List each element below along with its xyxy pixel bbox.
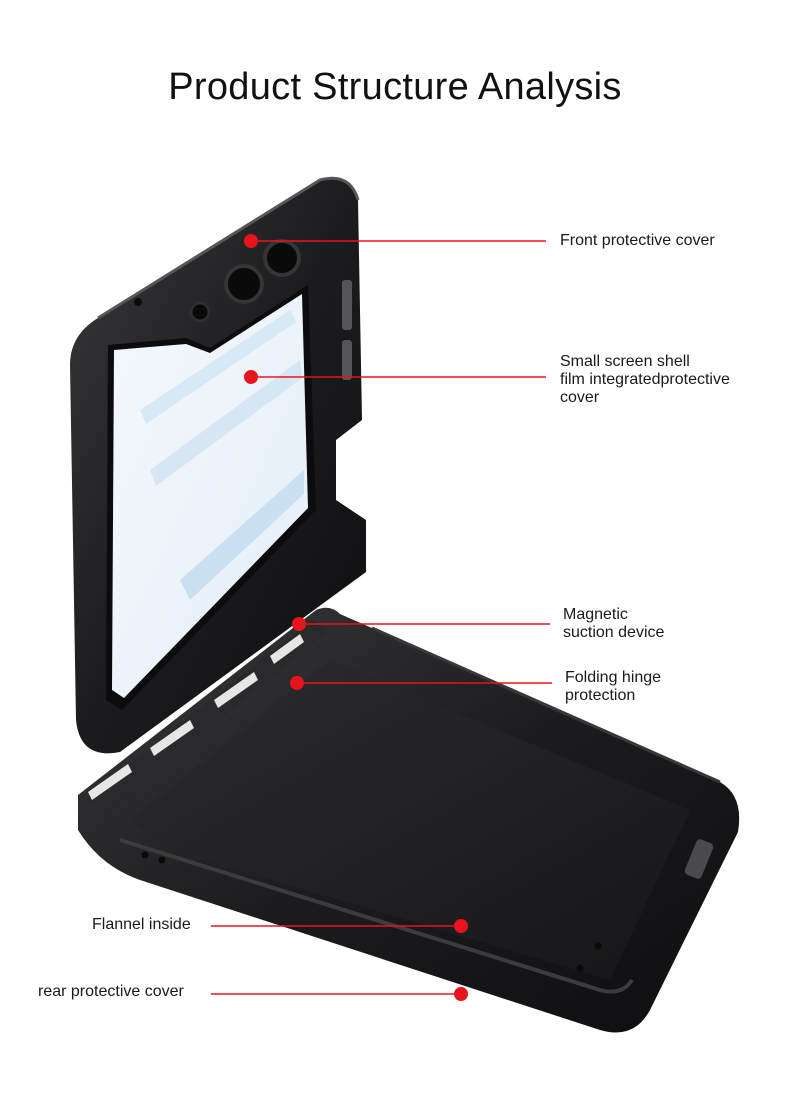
rear-cover-shell: [78, 607, 740, 1033]
label-line: Small screen shell: [560, 353, 690, 370]
label-magnetic-suction-device: Magnetic suction device: [563, 606, 664, 642]
callout-dot: [292, 617, 306, 631]
callout-dot: [244, 234, 258, 248]
callout-dot: [454, 987, 468, 1001]
flannel-lining: [130, 660, 690, 980]
label-line: Flannel inside: [92, 916, 191, 933]
label-line: film integratedprotective: [560, 371, 730, 388]
label-rear-protective-cover: rear protective cover: [38, 983, 184, 1001]
label-line: Folding hinge: [565, 669, 662, 686]
label-line: cover: [560, 389, 600, 406]
label-line: protection: [565, 687, 636, 704]
callout-dot: [290, 676, 304, 690]
label-front-protective-cover: Front protective cover: [560, 232, 715, 250]
label-line: suction device: [563, 624, 665, 641]
front-cover-shell: [70, 176, 366, 754]
label-line: Front protective cover: [560, 232, 715, 249]
camera-hole-small-icon: [189, 301, 211, 323]
label-flannel-inside: Flannel inside: [92, 916, 191, 934]
camera-hole-icon: [263, 239, 301, 277]
label-folding-hinge-protection: Folding hinge protection: [565, 669, 661, 705]
callout-dot: [244, 370, 258, 384]
camera-hole-icon: [224, 264, 264, 304]
label-small-screen-shell-film: Small screen shell film integratedprotec…: [560, 353, 730, 407]
label-line: Magnetic: [563, 606, 628, 623]
callout-leaders: [211, 234, 552, 1001]
callout-dot: [454, 919, 468, 933]
page-title: Product Structure Analysis: [168, 66, 622, 108]
label-line: rear protective cover: [38, 983, 184, 1000]
